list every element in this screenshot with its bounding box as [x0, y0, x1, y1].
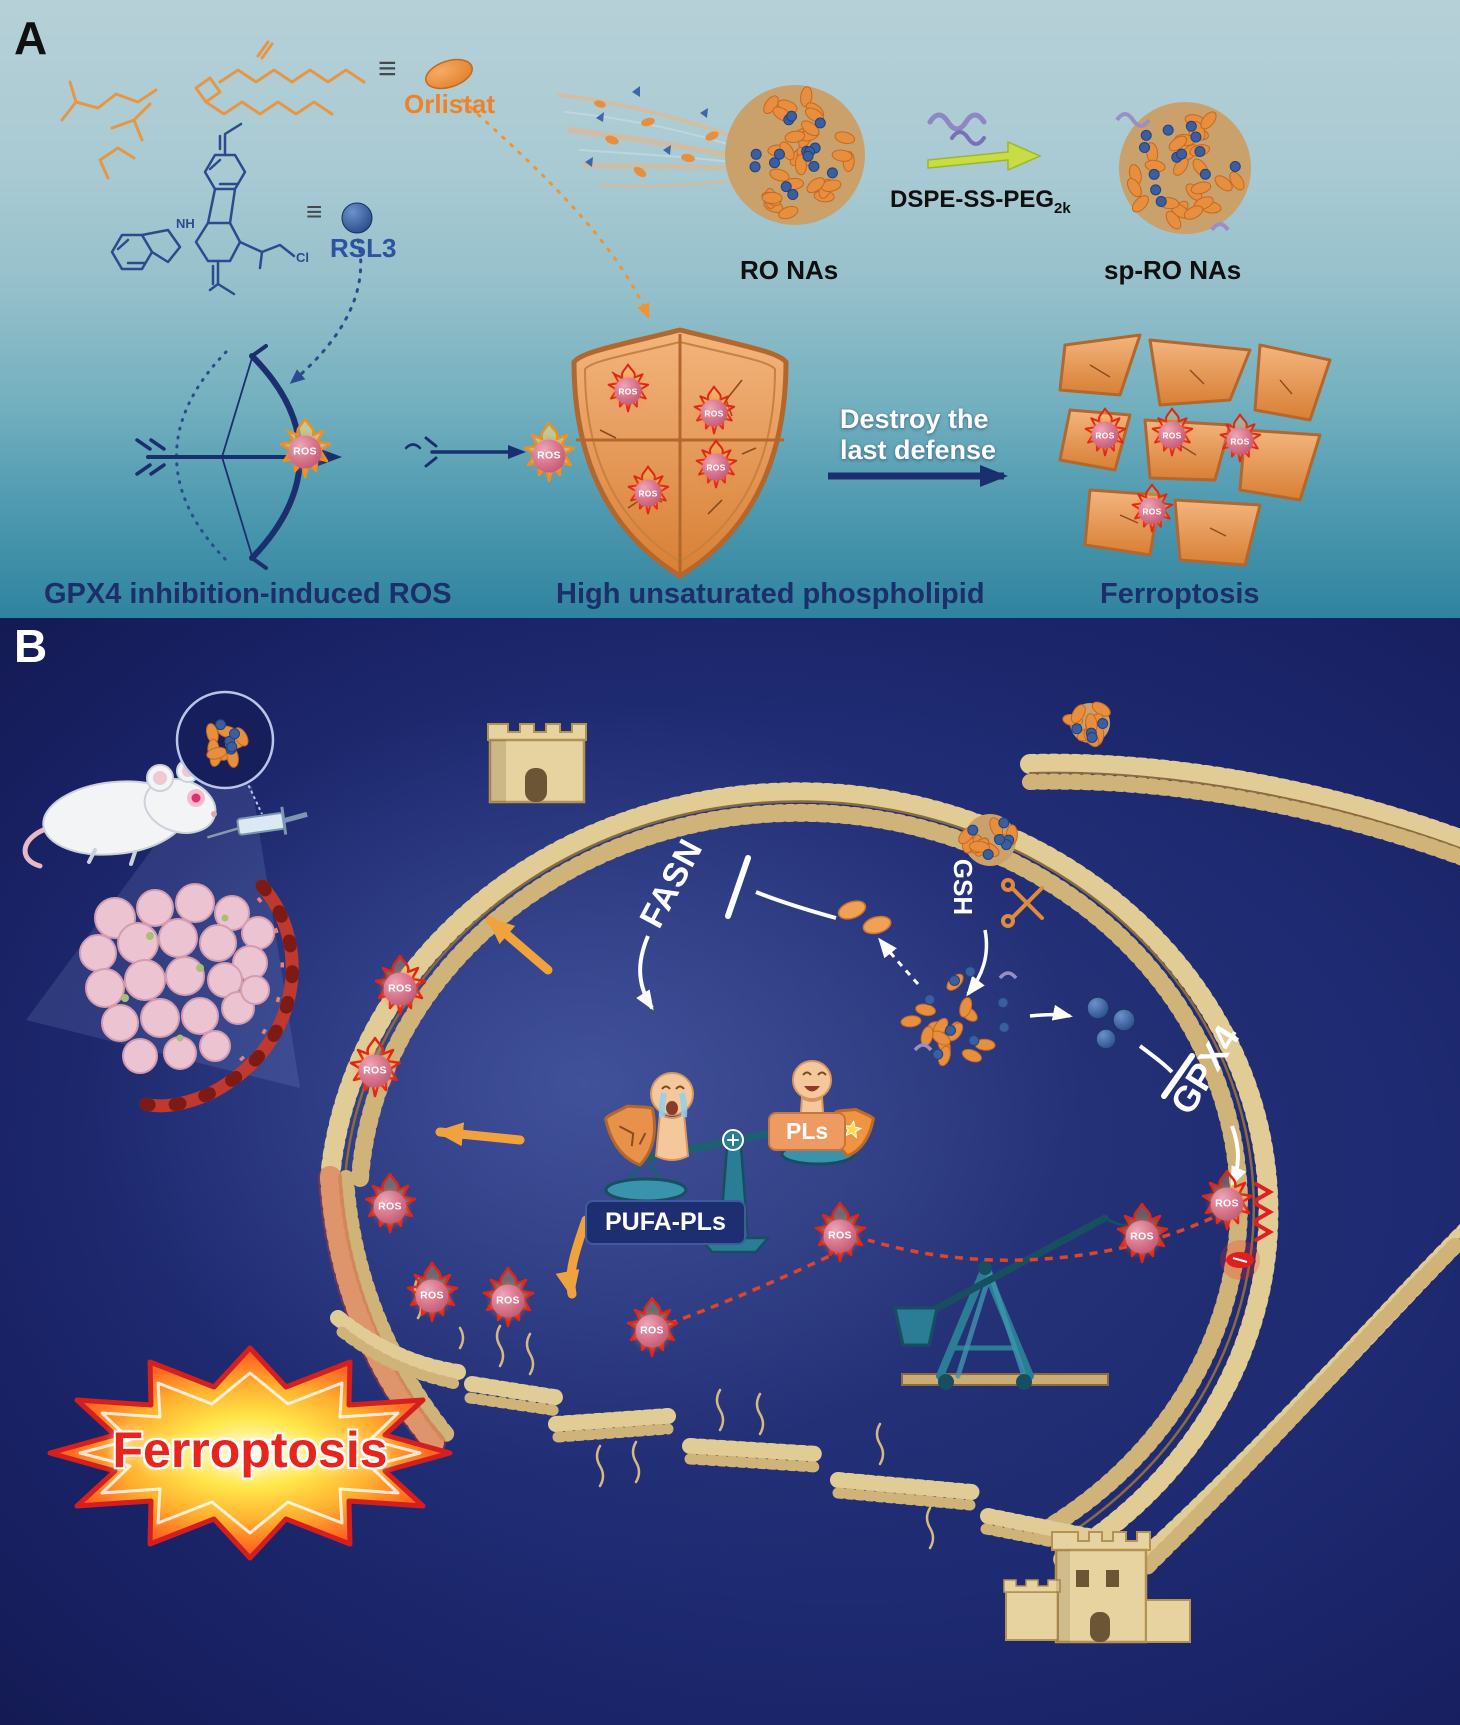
ros-flame: ROS [692, 385, 736, 435]
gsh-scissors-icon [1003, 880, 1042, 926]
panel-b-label: B [14, 620, 47, 673]
sp-ro-nas-particle [1117, 102, 1251, 234]
ros-flame: ROS [348, 1036, 402, 1098]
red-laser-icon [1220, 1240, 1260, 1280]
pls-tag: PLs [768, 1112, 846, 1151]
orlistat-equiv-symbol: ≡ [378, 50, 397, 87]
released-orlistat-blobs [836, 898, 892, 937]
caption-phospholipid: High unsaturated phospholipid [556, 578, 985, 611]
ros-flame: ROS [522, 421, 576, 483]
rsl3-label: RSL3 [330, 234, 396, 264]
ros-flame: ROS [1200, 1169, 1254, 1231]
ro-nas-label: RO NAs [740, 256, 838, 286]
rsl3-to-gpx4-arrow [1140, 1046, 1172, 1072]
gsh-label: GSH [947, 845, 977, 929]
rsl3-structure [112, 124, 294, 294]
dspe-label: DSPE-SS-PEG2k [890, 186, 1071, 217]
rsl3-equiv-symbol: ≡ [306, 196, 322, 228]
pufa-to-membrane-arrows [440, 920, 586, 1294]
ros-flame: ROS [278, 417, 332, 479]
rsl3-nh-label: NH [176, 216, 195, 231]
cluster-to-rsl3-arrow [1030, 1015, 1070, 1017]
pufa-pls-tag: PUFA-PLs [585, 1200, 746, 1245]
ros-flame: ROS [625, 1296, 679, 1358]
destroy-text-line1: Destroy the [840, 404, 996, 435]
ros-flame: ROS [694, 439, 738, 489]
ros-flame: ROS [1130, 483, 1174, 533]
destroy-text-line2: last defense [840, 435, 996, 466]
watchtower [488, 724, 586, 802]
orlistat-label: Orlistat [404, 90, 495, 120]
ferroptosis-burst-label: Ferroptosis [80, 1422, 420, 1480]
ros-flame: ROS [405, 1261, 459, 1323]
membrane-great-wall [330, 764, 1460, 1568]
flying-arrow [406, 438, 526, 466]
gsh-cleave-arrow [968, 930, 986, 994]
caption-gpx4-ros: GPX4 inhibition-induced ROS [44, 578, 452, 611]
orlistat-blob-icon [422, 54, 476, 94]
ros-flame: ROS [373, 954, 427, 1016]
cluster-to-orlistat-arrow [880, 940, 918, 984]
destroy-text: Destroy the last defense [840, 404, 996, 466]
released-rsl3-dots [1087, 997, 1135, 1049]
panel-a: NH Cl [0, 0, 1460, 618]
orlistat-to-fasn-arrow [756, 892, 836, 918]
panel-a-artwork: NH Cl [0, 0, 1460, 618]
panel-a-label: A [14, 12, 47, 65]
trebuchet [895, 1218, 1135, 1390]
ros-flame: ROS [813, 1201, 867, 1263]
ros-flame: ROS [626, 465, 670, 515]
fasn-inhibition-bar [728, 858, 748, 916]
ro-nas-comet [560, 85, 865, 225]
caption-ferroptosis: Ferroptosis [1100, 578, 1260, 611]
sp-ro-nas-label: sp-RO NAs [1104, 256, 1241, 286]
dspe-label-main: DSPE-SS-PEG [890, 186, 1054, 213]
nanoparticle-on-wall-1 [1062, 699, 1113, 749]
ros-flame: ROS [606, 363, 650, 413]
orlistat-dotted-path [462, 100, 648, 316]
ros-flame: ROS [363, 1172, 417, 1234]
ros-flame: ROS [1150, 407, 1194, 457]
rsl3-cl-label: Cl [296, 250, 309, 265]
rsl3-sphere-icon [342, 203, 372, 233]
ros-flame: ROS [1115, 1202, 1169, 1264]
ros-flame: ROS [1083, 407, 1127, 457]
ros-flame: ROS [481, 1266, 535, 1328]
dspe-linker-arrow [928, 115, 1040, 170]
dspe-label-sub: 2k [1054, 200, 1071, 217]
pufa-character-crying [604, 1073, 693, 1170]
ros-flame: ROS [1218, 413, 1262, 463]
